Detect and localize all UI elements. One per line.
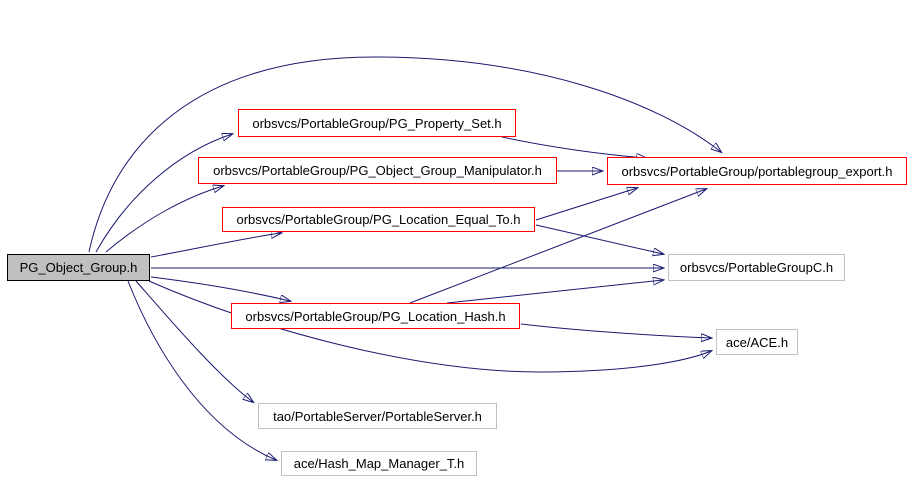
node-portableserver[interactable]: tao/PortableServer/PortableServer.h <box>258 403 497 429</box>
node-ace[interactable]: ace/ACE.h <box>716 329 798 355</box>
node-ace-label: ace/ACE.h <box>725 334 789 350</box>
edge-pgobjectgroup-to-propertyset <box>95 134 232 253</box>
node-pg-object-group-label: PG_Object_Group.h <box>19 260 138 275</box>
node-hash-map-manager-t-label: ace/Hash_Map_Manager_T.h <box>293 456 465 471</box>
edge-equalto-to-portablegroupc <box>535 224 663 254</box>
node-portablegroup-export-label: orbsvcs/PortableGroup/portablegroup_expo… <box>621 163 893 179</box>
edge-pgobjectgroup-to-portableserver <box>135 280 253 402</box>
node-pg-location-hash[interactable]: orbsvcs/PortableGroup/PG_Location_Hash.h <box>231 303 520 329</box>
node-pg-location-hash-label: orbsvcs/PortableGroup/PG_Location_Hash.h <box>245 308 506 324</box>
node-pg-location-equal-to[interactable]: orbsvcs/PortableGroup/PG_Location_Equal_… <box>222 207 535 232</box>
node-portablegroup-export[interactable]: orbsvcs/PortableGroup/portablegroup_expo… <box>607 157 907 185</box>
edge-locationhash-to-export <box>409 189 706 304</box>
edge-locationhash-to-ace <box>520 323 711 338</box>
node-hash-map-manager-t[interactable]: ace/Hash_Map_Manager_T.h <box>281 451 477 476</box>
edge-pgobjectgroup-to-export <box>88 56 721 253</box>
edge-pgobjectgroup-to-hashmapmanager <box>127 280 276 460</box>
node-pg-location-equal-to-label: orbsvcs/PortableGroup/PG_Location_Equal_… <box>236 212 521 227</box>
node-pg-object-group-manipulator-label: orbsvcs/PortableGroup/PG_Object_Group_Ma… <box>213 163 542 178</box>
edge-propertyset-to-export <box>501 136 646 158</box>
node-pg-object-group-manipulator[interactable]: orbsvcs/PortableGroup/PG_Object_Group_Ma… <box>198 157 557 184</box>
node-portableserver-label: tao/PortableServer/PortableServer.h <box>273 408 482 424</box>
edge-locationhash-to-portablegroupc <box>446 280 663 304</box>
node-pg-property-set-label: orbsvcs/PortableGroup/PG_Property_Set.h <box>252 115 502 131</box>
edge-equalto-to-export <box>535 188 637 221</box>
node-portablegroupc-label: orbsvcs/PortableGroupC.h <box>679 260 834 275</box>
edge-pgobjectgroup-to-equalto <box>150 233 281 258</box>
edge-pgobjectgroup-to-manipulator <box>105 186 223 253</box>
node-portablegroupc[interactable]: orbsvcs/PortableGroupC.h <box>668 254 845 281</box>
node-pg-property-set[interactable]: orbsvcs/PortableGroup/PG_Property_Set.h <box>238 109 516 137</box>
edge-pgobjectgroup-to-locationhash <box>150 276 290 301</box>
node-pg-object-group: PG_Object_Group.h <box>7 254 150 281</box>
